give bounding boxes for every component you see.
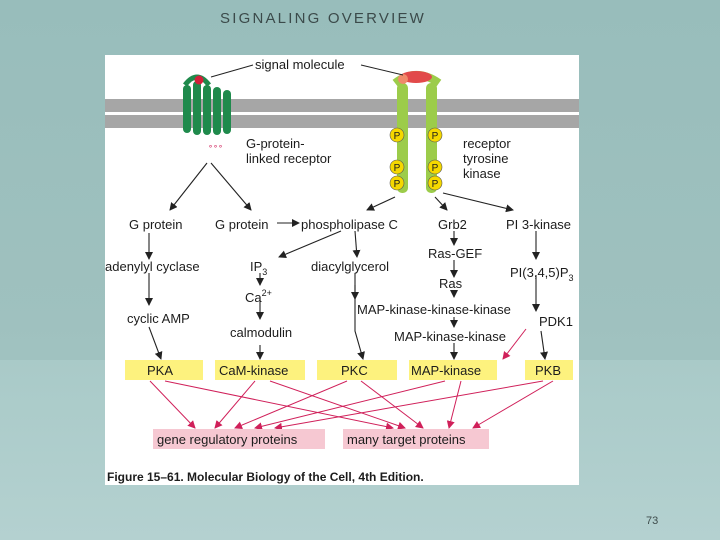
node-ras: Ras (439, 276, 463, 291)
svg-text:P: P (432, 163, 439, 174)
label-signal-molecule: signal molecule (255, 57, 345, 72)
node-calcium: Ca2+ (245, 288, 272, 305)
label-gpcr-1: G-protein- (246, 136, 305, 151)
node-pip3: PI(3,4,5)P3 (510, 265, 574, 283)
svg-text:P: P (432, 179, 439, 190)
signal-ligand-icon (194, 75, 204, 85)
slide-title: SIGNALING OVERVIEW (220, 10, 427, 27)
label-cam-kinase: CaM-kinase (219, 363, 288, 378)
label-many-targets: many target proteins (347, 432, 466, 447)
node-mapkkk: MAP-kinase-kinase-kinase (357, 302, 511, 317)
svg-text:P: P (394, 179, 401, 190)
signaling-figure: ∘∘∘ P P P P P P signal molecule G-protei… (105, 55, 579, 485)
node-grb2: Grb2 (438, 217, 467, 232)
figure-caption: Figure 15–61. Molecular Biology of the C… (107, 470, 424, 484)
node-ras-gef: Ras-GEF (428, 246, 482, 261)
box-pkb (525, 360, 573, 380)
label-rtk-1: receptor (463, 136, 511, 151)
box-pkc (317, 360, 397, 380)
pathway-arrows (145, 162, 548, 360)
box-pka (125, 360, 203, 380)
gpcr-icon: ∘∘∘ (183, 74, 231, 151)
node-ip3: IP3 (250, 259, 267, 277)
node-mapkk: MAP-kinase-kinase (394, 329, 506, 344)
page-number: 73 (646, 515, 659, 527)
box-gene-regulatory (153, 429, 325, 449)
signaling-diagram: ∘∘∘ P P P P P P signal molecule G-protei… (105, 57, 579, 484)
box-many-targets (343, 429, 489, 449)
label-rtk-3: kinase (463, 166, 501, 181)
node-calmodulin: calmodulin (230, 325, 292, 340)
node-pi3-kinase: PI 3-kinase (506, 217, 571, 232)
membrane-outer (105, 99, 579, 112)
node-g-protein-1: G protein (129, 217, 182, 232)
node-g-protein-2: G protein (215, 217, 268, 232)
phospho-groups: P P P P P P (389, 127, 443, 191)
box-map-kinase (409, 360, 497, 380)
label-rtk-2: tyrosine (463, 151, 509, 166)
target-arrows (149, 328, 554, 431)
membrane-inner (105, 115, 579, 128)
svg-text:∘∘∘: ∘∘∘ (208, 142, 223, 151)
label-pkb: PKB (535, 363, 561, 378)
node-cyclic-amp: cyclic AMP (127, 311, 190, 326)
label-gpcr-2: linked receptor (246, 151, 332, 166)
label-map-kinase: MAP-kinase (411, 363, 481, 378)
node-phospholipase-c: phospholipase C (301, 217, 398, 232)
signal-dimer-icon (400, 71, 432, 83)
svg-text:P: P (432, 131, 439, 142)
node-diacylglycerol: diacylglycerol (311, 259, 389, 274)
node-pdk1: PDK1 (539, 314, 573, 329)
label-pka: PKA (147, 363, 173, 378)
box-cam-kinase (215, 360, 305, 380)
label-pkc: PKC (341, 363, 368, 378)
svg-text:P: P (394, 131, 401, 142)
svg-text:P: P (394, 163, 401, 174)
node-adenylyl-cyclase: adenylyl cyclase (105, 259, 200, 274)
label-gene-regulatory: gene regulatory proteins (157, 432, 298, 447)
